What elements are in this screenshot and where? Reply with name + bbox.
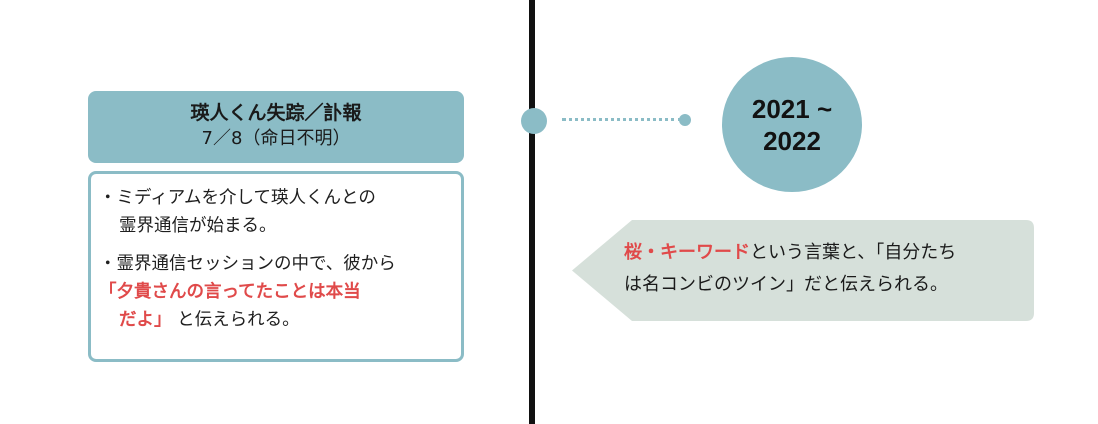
timeline-axis [529,0,535,424]
year-line-2: 2022 [763,125,821,156]
connector-end-dot [679,114,691,126]
bullet-marker: ・ [99,254,117,274]
callout-arrow-shape [572,220,1034,321]
bullet-2-line-1: 霊界通信セッションの中で、彼から [116,254,396,274]
bullet-marker: ・ [99,188,117,208]
callout-text: 桜・キーワードという言葉と、「自分たち は名コンビのツイン」だと伝えられる。 [624,237,1024,301]
callout-box: 桜・キーワードという言葉と、「自分たち は名コンビのツイン」だと伝えられる。 [572,220,1034,321]
bullet-1-line-1: ミディアムを介して瑛人くんとの [116,188,376,208]
event-title: 瑛人くん失踪／訃報 [190,102,362,124]
bullet-2-tail: と伝えられる。 [177,310,300,330]
year-line-1: 2021 ~ [751,93,833,124]
detail-bullet-2: ・霊界通信セッションの中で、彼から 「夕貴さんの言ってたことは本当 だよ」 と伝… [99,250,451,334]
bullet-2-highlight-line-1: 「夕貴さんの言ってたことは本当 [99,282,361,302]
event-header: 瑛人くん失踪／訃報 7／8（命日不明） [88,91,464,163]
callout-line-2: は名コンビのツイン」だと伝えられる。 [624,274,948,295]
callout-highlight: 桜・キーワード [624,242,750,263]
dotted-connector [562,118,682,121]
event-details: ・ミディアムを介して瑛人くんとの 霊界通信が始まる。 ・霊界通信セッションの中で… [88,171,464,362]
detail-bullet-1: ・ミディアムを介して瑛人くんとの 霊界通信が始まる。 [99,184,451,240]
year-badge: 2021 ~ 2022 [722,57,862,192]
timeline-marker [521,108,547,134]
callout-line-1: という言葉と、「自分たち [750,242,957,263]
bullet-2-highlight-line-2: だよ」 [119,310,172,330]
bullet-1-line-2: 霊界通信が始まる。 [119,216,277,236]
event-date: 7／8（命日不明） [201,128,351,149]
